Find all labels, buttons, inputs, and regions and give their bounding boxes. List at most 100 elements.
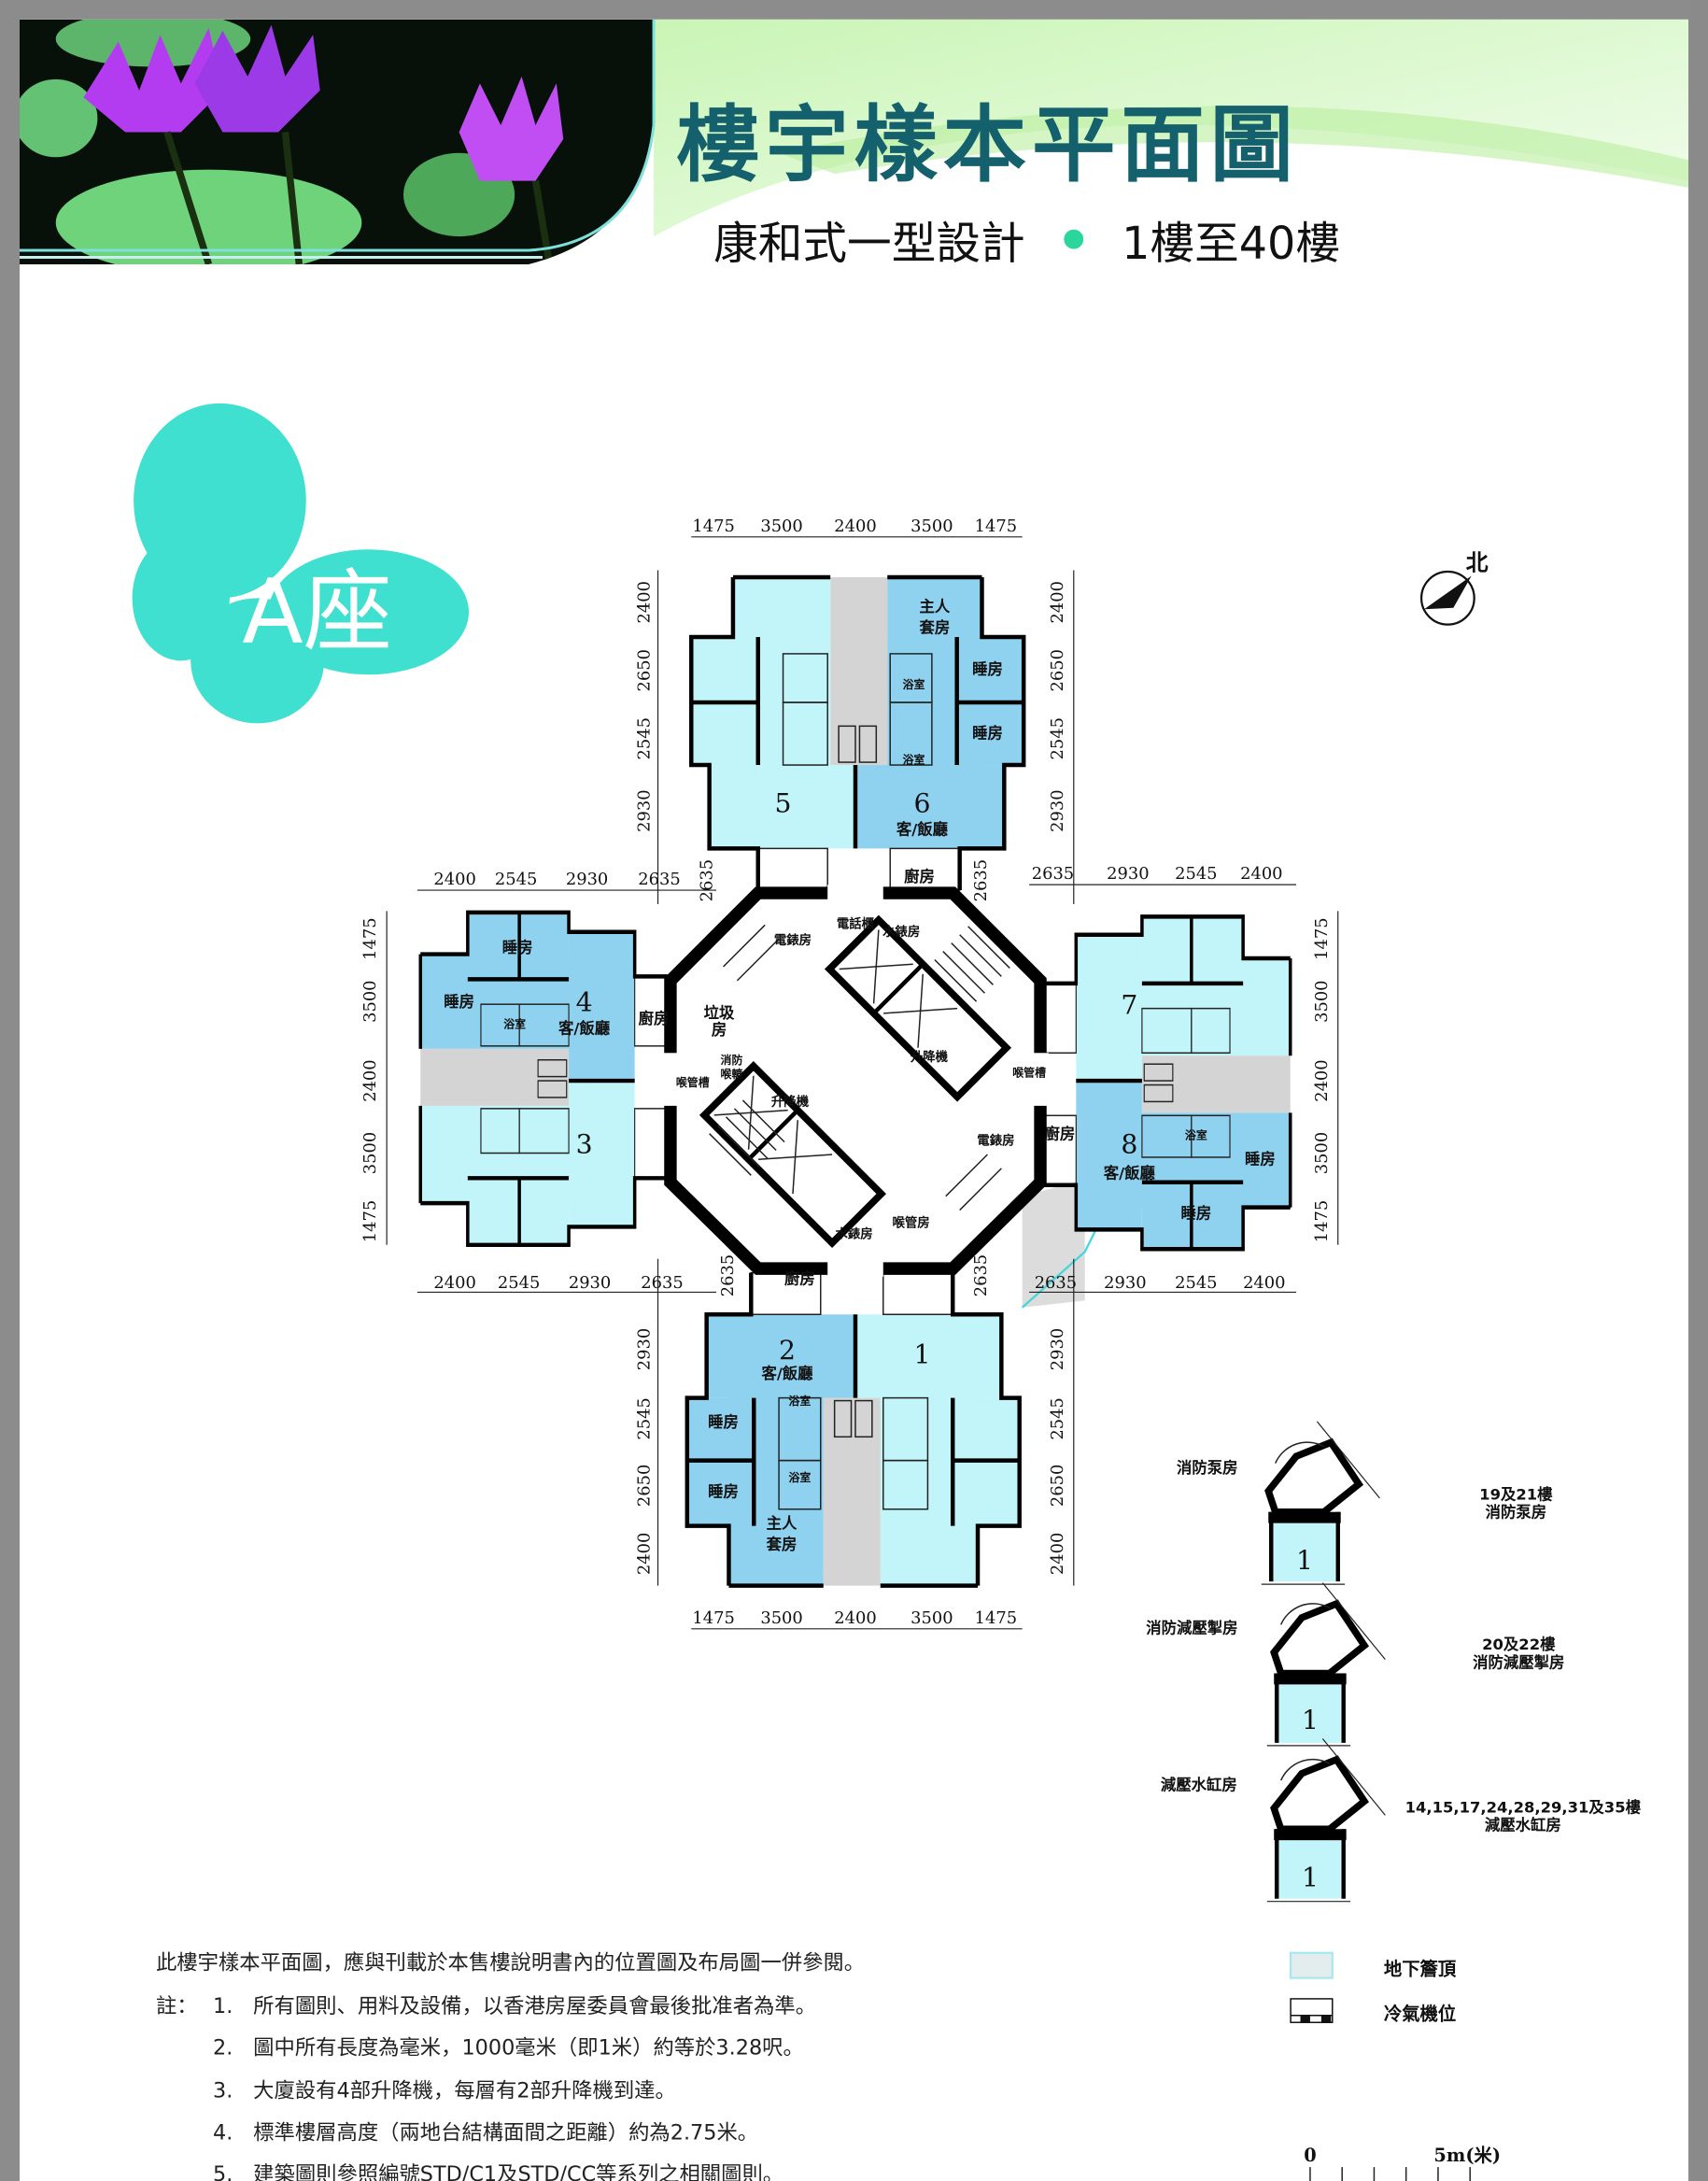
svg-text:廚房: 廚房 [639, 1010, 670, 1027]
svg-text:1.: 1. [213, 1994, 233, 2018]
svg-text:1475: 1475 [360, 917, 380, 959]
svg-text:廚房: 廚房 [784, 1269, 815, 1287]
svg-text:2635: 2635 [641, 1273, 683, 1293]
svg-text:消防減壓掣房: 消防減壓掣房 [1146, 1619, 1237, 1636]
svg-text:浴室: 浴室 [503, 1017, 526, 1030]
water-lily-photo [20, 19, 655, 264]
scrollbar[interactable] [1689, 0, 1708, 2181]
unit-5-label: 5 [775, 788, 792, 819]
dimension-lines [386, 536, 1339, 1630]
svg-text:2545: 2545 [1175, 864, 1217, 884]
block-label: A座 [242, 561, 392, 664]
svg-text:2635: 2635 [971, 859, 991, 901]
svg-text:水錶房: 水錶房 [882, 924, 920, 940]
bullet-dot [1064, 229, 1084, 249]
svg-text:減壓水缸房: 減壓水缸房 [1161, 1777, 1237, 1794]
header-banner: 樓宇樣本平面圖 康和式一型設計 1樓至40樓 [20, 19, 1688, 270]
svg-text:2930: 2930 [635, 1328, 655, 1370]
legend-canopy-swatch [1289, 1951, 1334, 1979]
svg-text:喉管房: 喉管房 [892, 1214, 929, 1230]
svg-text:套房: 套房 [918, 619, 950, 637]
svg-text:水錶房: 水錶房 [835, 1225, 872, 1241]
svg-text:3500: 3500 [1312, 980, 1332, 1022]
svg-text:消防減壓掣房: 消防減壓掣房 [1473, 1654, 1564, 1672]
svg-text:套房: 套房 [766, 1536, 798, 1553]
svg-text:2650: 2650 [635, 1465, 655, 1507]
svg-text:客/飯廳: 客/飯廳 [896, 820, 949, 838]
svg-text:1475: 1475 [360, 1200, 380, 1242]
svg-text:2400: 2400 [360, 1059, 380, 1101]
unit-7-label: 7 [1121, 990, 1137, 1021]
svg-text:電錶房: 電錶房 [774, 932, 812, 948]
svg-text:20及22樓: 20及22樓 [1482, 1636, 1556, 1653]
svg-text:消防泵房: 消防泵房 [1486, 1504, 1547, 1522]
svg-text:2400: 2400 [1243, 1273, 1285, 1293]
svg-text:1: 1 [1296, 1545, 1313, 1576]
page-title: 樓宇樣本平面圖 [676, 97, 1299, 194]
notes-intro: 此樓宇樣本平面圖，應與刊載於本售樓說明書內的位置圖及布局圖一併參閱。 [156, 1951, 865, 1976]
legend: 地下簷頂 冷氣機位 [1289, 1951, 1457, 2024]
lift-stair-block-ne [824, 914, 1012, 1102]
svg-text:睡房: 睡房 [1245, 1150, 1276, 1168]
unit-4-label: 4 [576, 987, 593, 1018]
svg-text:消防: 消防 [721, 1054, 743, 1067]
svg-text:2545: 2545 [635, 1397, 655, 1439]
scale-bar: 0 5m(米) [1304, 2145, 1501, 2181]
svg-text:3500: 3500 [760, 517, 802, 536]
svg-text:房: 房 [712, 1021, 727, 1039]
legend-ac-label: 冷氣機位 [1384, 2003, 1456, 2024]
svg-text:2930: 2930 [1104, 1273, 1146, 1293]
svg-text:客/飯廳: 客/飯廳 [761, 1365, 813, 1382]
svg-text:浴室: 浴室 [789, 1395, 812, 1408]
svg-text:2545: 2545 [1175, 1273, 1217, 1293]
legend-ac-swatch [1290, 1998, 1334, 2023]
svg-text:睡房: 睡房 [708, 1413, 739, 1431]
legend-canopy-label: 地下簷頂 [1384, 1959, 1457, 1980]
svg-text:2650: 2650 [635, 649, 655, 691]
svg-text:2400: 2400 [433, 870, 475, 889]
svg-text:客/飯廳: 客/飯廳 [558, 1019, 611, 1037]
svg-text:升降機: 升降機 [910, 1049, 949, 1065]
svg-text:2545: 2545 [498, 1273, 540, 1293]
svg-text:升降機: 升降機 [771, 1094, 810, 1110]
svg-text:2930: 2930 [1048, 789, 1067, 831]
svg-text:喉轆: 喉轆 [721, 1068, 743, 1081]
svg-text:主人: 主人 [919, 598, 950, 616]
stair-hatching [709, 924, 1010, 1211]
svg-text:2400: 2400 [1240, 864, 1282, 884]
svg-text:1: 1 [1302, 1705, 1319, 1735]
svg-text:2545: 2545 [1048, 1397, 1067, 1439]
north-label: 北 [1466, 550, 1489, 576]
svg-text:喉管槽: 喉管槽 [1012, 1067, 1046, 1080]
unit-8-label: 8 [1121, 1129, 1137, 1160]
svg-text:睡房: 睡房 [972, 660, 1003, 678]
note-item: 標準樓層高度（兩地台結構面間之距離）約為2.75米。 [253, 2120, 758, 2145]
lift-stair-block-sw [699, 1060, 887, 1249]
svg-text:電錶房: 電錶房 [977, 1133, 1014, 1149]
svg-text:1475: 1475 [1312, 1200, 1332, 1242]
svg-text:1475: 1475 [692, 1608, 734, 1628]
unit-1-label: 1 [913, 1338, 930, 1369]
svg-text:2545: 2545 [1048, 717, 1067, 759]
svg-text:2930: 2930 [566, 870, 608, 889]
note-item: 所有圖則、用料及設備，以香港房屋委員會最後批准者為準。 [253, 1994, 816, 2018]
svg-text:3.: 3. [213, 2079, 233, 2103]
svg-text:3500: 3500 [360, 980, 380, 1022]
svg-text:浴室: 浴室 [1185, 1129, 1207, 1142]
svg-text:1475: 1475 [692, 517, 734, 536]
svg-text:2635: 2635 [1032, 864, 1074, 884]
svg-text:14,15,17,24,28,29,31及35樓: 14,15,17,24,28,29,31及35樓 [1405, 1798, 1642, 1816]
svg-text:2635: 2635 [698, 859, 717, 901]
svg-text:1475: 1475 [975, 517, 1017, 536]
unit-2-label: 2 [779, 1335, 796, 1366]
unit-3-label: 3 [576, 1129, 593, 1160]
svg-text:2400: 2400 [1048, 581, 1067, 623]
svg-text:3500: 3500 [360, 1132, 380, 1174]
unit-6-label: 6 [913, 788, 930, 819]
note-item: 大廈設有4部升降機，每層有2部升降機到達。 [253, 2079, 676, 2103]
core [661, 885, 1049, 1278]
